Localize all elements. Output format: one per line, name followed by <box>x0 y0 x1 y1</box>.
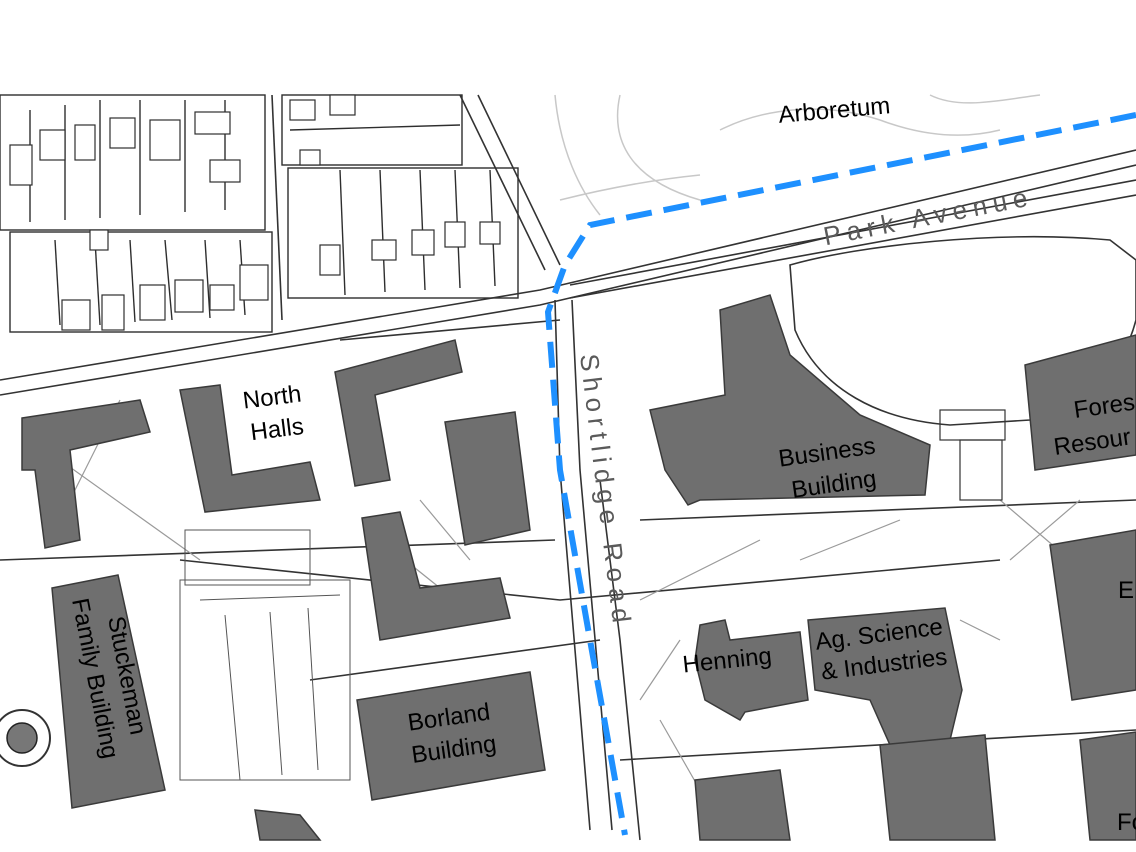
building-south-mid <box>694 769 791 841</box>
building-east-fo <box>1079 731 1136 841</box>
building-north-halls-east <box>334 339 463 487</box>
houses <box>9 94 501 331</box>
building-north-halls <box>179 384 321 513</box>
building-south-right <box>879 734 996 841</box>
building-east-e <box>1049 529 1136 701</box>
building-left-wing <box>21 399 151 549</box>
walk-block <box>959 439 1003 501</box>
plaza-fountain <box>6 722 38 754</box>
circular-plaza <box>0 709 51 767</box>
building-business <box>649 294 931 506</box>
building-stuckeman <box>51 574 166 809</box>
building-borland <box>356 671 546 801</box>
road-edges <box>0 94 1136 841</box>
building-small-sw <box>254 809 322 841</box>
label-e-partial: E <box>1118 577 1134 604</box>
buildings <box>21 294 1136 841</box>
building-henning <box>694 619 809 722</box>
parking-lot <box>179 529 351 781</box>
label-north-halls-2: Halls <box>249 413 305 446</box>
walking-route[interactable] <box>544 112 1136 836</box>
building-south-ell <box>361 511 511 641</box>
building-forest-resources <box>1024 334 1136 471</box>
building-center-block <box>444 411 531 546</box>
arboretum-paths <box>554 94 1041 216</box>
label-fo-partial: Fo <box>1117 809 1136 836</box>
